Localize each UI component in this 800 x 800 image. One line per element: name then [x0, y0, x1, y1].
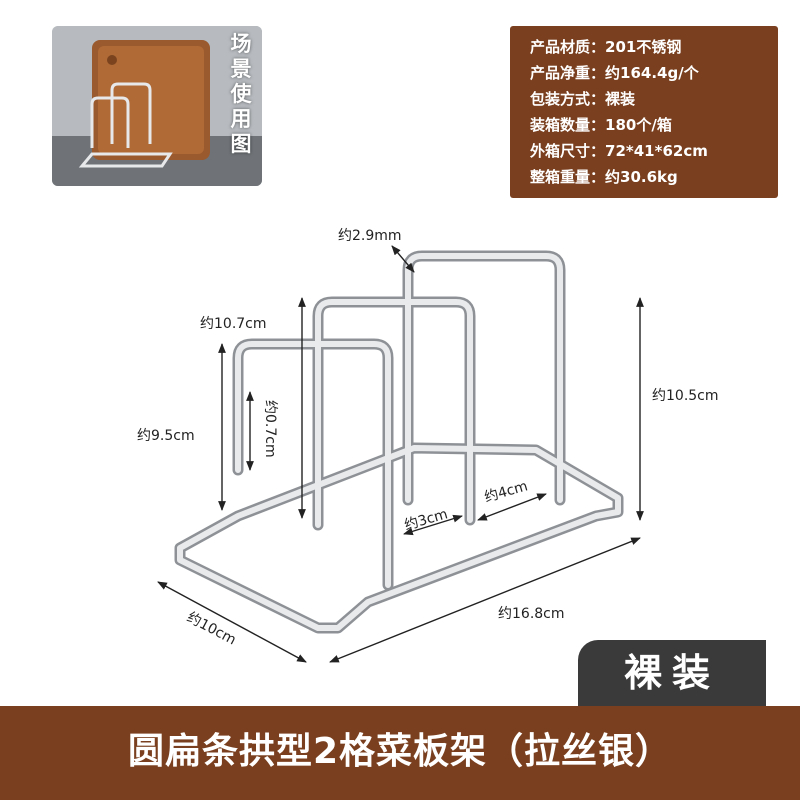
dim-total-height-label: 约10.5cm	[652, 388, 719, 404]
spec-row: 装箱数量：180个/箱	[530, 116, 672, 134]
spec-value: 约164.4g/个	[605, 64, 699, 82]
rack-product	[174, 250, 624, 634]
product-title: 圆扁条拱型2格菜板架（拉丝银）	[127, 731, 673, 772]
scene-photo: 场景使用图	[52, 26, 262, 186]
spec-value: 裸装	[605, 90, 636, 108]
spec-value: 180个/箱	[605, 116, 672, 134]
rack-miniature	[78, 82, 173, 168]
spec-panel: 产品材质：201不锈钢 产品净重：约164.4g/个 包装方式：裸装 装箱数量：…	[510, 26, 778, 198]
scene-caption: 场景使用图	[230, 32, 252, 156]
packaging-badge: 裸装	[578, 640, 766, 706]
spec-label: 整箱重量	[530, 168, 591, 186]
spec-row: 整箱重量：约30.6kg	[530, 168, 678, 186]
spec-value: 72*41*62cm	[605, 142, 708, 160]
dim-slot-front-label: 约3cm	[403, 506, 450, 534]
spec-label: 包装方式	[530, 90, 591, 108]
spec-label: 外箱尺寸	[530, 142, 591, 160]
scene-illustration	[52, 26, 262, 186]
dim-depth-label: 约10cm	[184, 609, 238, 648]
spec-label: 产品材质	[530, 38, 591, 56]
dim-slot-back-label: 约4cm	[483, 478, 530, 506]
dimension-diagram: 约2.9mm 约10.7cm 约9.5cm 约0.7cm 约3cm 约4cm 约…	[137, 228, 719, 663]
spec-row: 产品材质：201不锈钢	[530, 38, 682, 56]
dim-gap-label: 约0.7cm	[262, 400, 278, 458]
spec-label: 产品净重	[530, 64, 591, 82]
spec-row: 外箱尺寸：72*41*62cm	[530, 142, 708, 160]
dim-front-slot-height-label: 约10.7cm	[200, 316, 267, 332]
spec-row: 包装方式：裸装	[530, 90, 636, 108]
spec-value: 201不锈钢	[605, 38, 682, 56]
spec-row: 产品净重：约164.4g/个	[530, 64, 699, 82]
spec-value: 约30.6kg	[605, 168, 678, 186]
dimension-lines	[157, 245, 644, 663]
product-title-bar: 圆扁条拱型2格菜板架（拉丝银）	[0, 706, 800, 800]
dim-wire-label: 约2.9mm	[338, 228, 402, 244]
spec-label: 装箱数量	[530, 116, 591, 134]
dim-length-label: 约16.8cm	[498, 606, 565, 622]
dim-front-height-label: 约9.5cm	[137, 428, 195, 444]
